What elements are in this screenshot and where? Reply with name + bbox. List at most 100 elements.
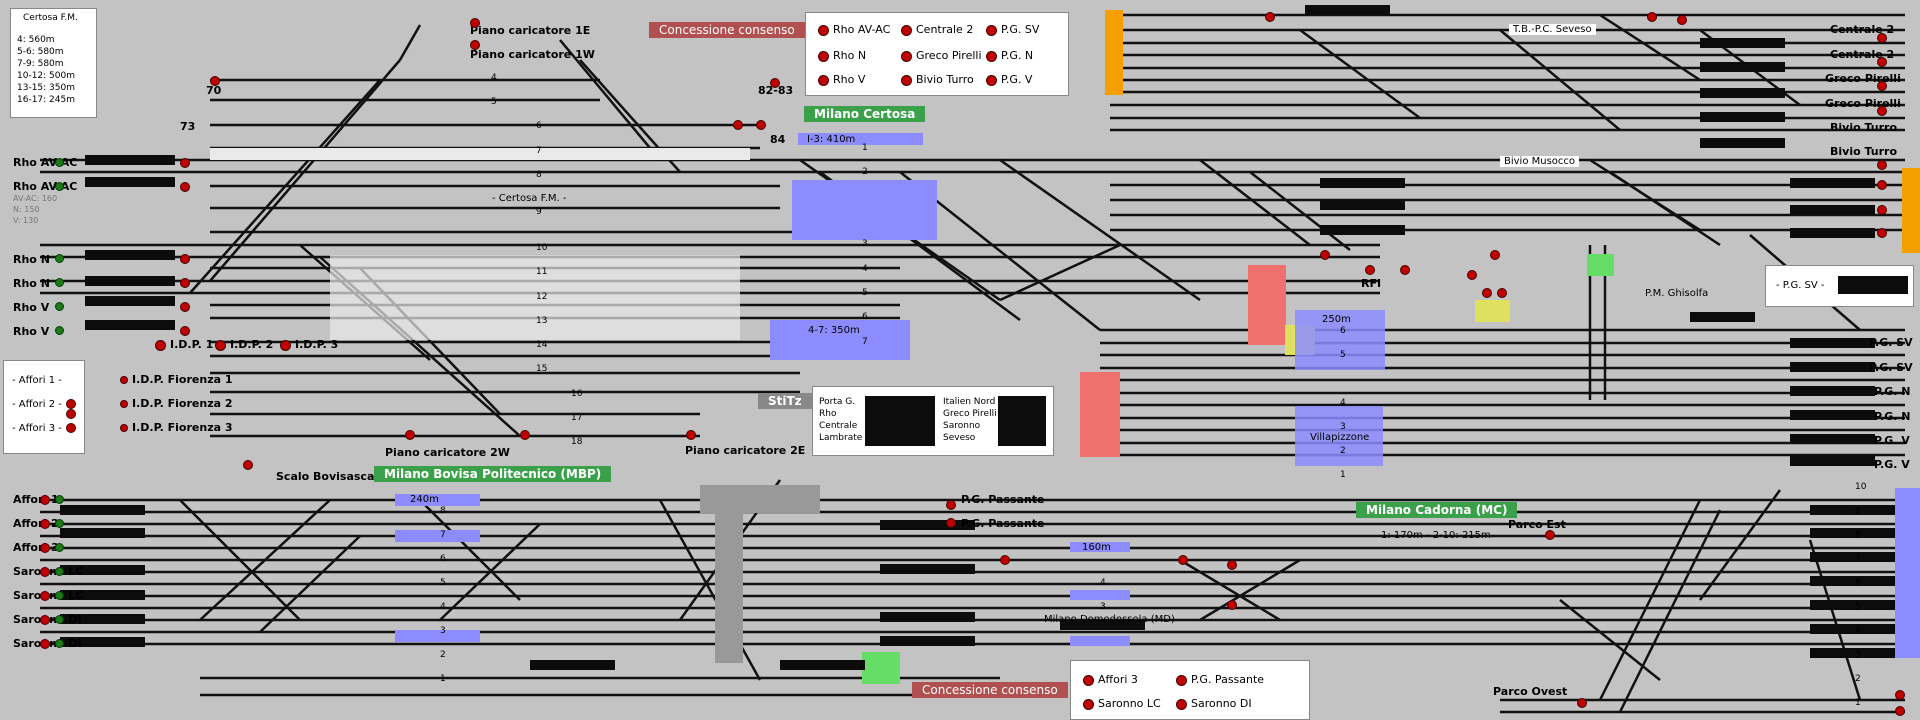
label-idp-2[interactable]: I.D.P. 2	[215, 338, 273, 351]
concessione-centrale-2[interactable]: Centrale 2	[901, 23, 973, 36]
signal-icon[interactable]	[180, 302, 190, 312]
label-bivio-turro-2[interactable]: Bivio Turro	[1830, 145, 1898, 158]
signal-icon[interactable]	[40, 519, 50, 529]
green-signal-icon[interactable]	[55, 615, 64, 624]
signal-icon[interactable]	[770, 78, 780, 88]
label-rho-n-2[interactable]: Rho N	[13, 277, 50, 290]
label-pg-passante-2[interactable]: P.G. Passante	[961, 517, 1045, 530]
concessione-pg-passante[interactable]: P.G. Passante	[1176, 673, 1264, 686]
label-affori-2[interactable]: Affori 2	[13, 517, 59, 530]
signal-icon[interactable]	[1895, 706, 1905, 716]
signal-icon[interactable]	[180, 278, 190, 288]
signal-icon[interactable]	[1000, 555, 1010, 565]
label-scalo-bovisasca[interactable]: Scalo Bovisasca	[276, 470, 375, 483]
signal-icon[interactable]	[66, 409, 76, 419]
label-pg-n-2[interactable]: P.G. N	[1874, 410, 1911, 423]
concessione-greco-pirelli[interactable]: Greco Pirelli	[901, 49, 982, 62]
label-greco-pirelli-2[interactable]: Greco Pirelli	[1825, 97, 1901, 110]
signal-icon[interactable]	[40, 639, 50, 649]
label-parco-ovest[interactable]: Parco Ovest	[1493, 685, 1568, 698]
label-piano-caricatore-1w[interactable]: Piano caricatore 1W	[470, 48, 595, 61]
signal-icon[interactable]	[40, 495, 50, 505]
signal-icon[interactable]	[1482, 288, 1492, 298]
signal-icon[interactable]	[66, 423, 76, 433]
label-idp-fiorenza-2[interactable]: I.D.P. Fiorenza 2	[120, 397, 233, 410]
label-affori-1[interactable]: Affori 1	[13, 493, 59, 506]
signal-icon[interactable]	[210, 76, 220, 86]
signal-icon[interactable]	[1227, 600, 1237, 610]
label-pg-v-1[interactable]: P.G. V	[1874, 434, 1910, 447]
label-parco-est[interactable]: Parco Est	[1508, 518, 1566, 531]
signal-icon[interactable]	[1545, 530, 1555, 540]
concessione-rho-av-ac[interactable]: Rho AV-AC	[818, 23, 890, 36]
signal-icon[interactable]	[520, 430, 530, 440]
label-greco-pirelli-1[interactable]: Greco Pirelli	[1825, 72, 1901, 85]
green-signal-icon[interactable]	[55, 302, 64, 311]
green-signal-icon[interactable]	[55, 254, 64, 263]
green-signal-icon[interactable]	[55, 639, 64, 648]
signal-icon[interactable]	[1877, 57, 1887, 67]
signal-icon[interactable]	[686, 430, 696, 440]
signal-icon[interactable]	[1647, 12, 1657, 22]
signal-icon[interactable]	[66, 399, 76, 409]
signal-icon[interactable]	[1320, 250, 1330, 260]
green-signal-icon[interactable]	[55, 519, 64, 528]
label-rho-v-2[interactable]: Rho V	[13, 325, 50, 338]
signal-icon[interactable]	[40, 615, 50, 625]
green-signal-icon[interactable]	[55, 591, 64, 600]
label-pg-passante-1[interactable]: P.G. Passante	[961, 493, 1045, 506]
signal-icon[interactable]	[40, 543, 50, 553]
signal-icon[interactable]	[946, 518, 956, 528]
green-signal-icon[interactable]	[55, 567, 64, 576]
label-idp-3[interactable]: I.D.P. 3	[280, 338, 338, 351]
label-rho-av-ac-1[interactable]: Rho AV-AC	[13, 156, 78, 169]
label-rho-v-1[interactable]: Rho V	[13, 301, 50, 314]
label-pg-sv-1[interactable]: P.G. SV	[1869, 336, 1913, 349]
signal-icon[interactable]	[1577, 698, 1587, 708]
label-idp-fiorenza-3[interactable]: I.D.P. Fiorenza 3	[120, 421, 233, 434]
concessione-pg-v[interactable]: P.G. V	[986, 73, 1032, 86]
concessione-bivio-turro[interactable]: Bivio Turro	[901, 73, 974, 86]
signal-icon[interactable]	[405, 430, 415, 440]
signal-icon[interactable]	[1877, 205, 1887, 215]
concessione-rho-n[interactable]: Rho N	[818, 49, 866, 62]
label-rho-n-1[interactable]: Rho N	[13, 253, 50, 266]
label-pg-v-2[interactable]: P.G. V	[1874, 458, 1910, 471]
signal-icon[interactable]	[1400, 265, 1410, 275]
signal-icon[interactable]	[1490, 250, 1500, 260]
signal-icon[interactable]	[1178, 555, 1188, 565]
signal-icon[interactable]	[1467, 270, 1477, 280]
label-centrale-2-1[interactable]: Centrale 2	[1830, 23, 1895, 36]
signal-icon[interactable]	[1877, 180, 1887, 190]
label-rho-av-ac-2[interactable]: Rho AV-AC	[13, 180, 78, 193]
signal-icon[interactable]	[1497, 288, 1507, 298]
label-piano-caricatore-2w[interactable]: Piano caricatore 2W	[385, 446, 510, 459]
concessione-pg-n[interactable]: P.G. N	[986, 49, 1033, 62]
label-bivio-turro-1[interactable]: Bivio Turro	[1830, 121, 1898, 134]
signal-icon[interactable]	[1677, 15, 1687, 25]
signal-icon[interactable]	[470, 18, 480, 28]
label-pg-sv-2[interactable]: P.G. SV	[1869, 361, 1913, 374]
signal-icon[interactable]	[180, 182, 190, 192]
signal-icon[interactable]	[180, 158, 190, 168]
green-signal-icon[interactable]	[55, 326, 64, 335]
green-signal-icon[interactable]	[55, 543, 64, 552]
green-signal-icon[interactable]	[55, 158, 64, 167]
concessione-rho-v[interactable]: Rho V	[818, 73, 865, 86]
signal-icon[interactable]	[946, 500, 956, 510]
concessione-saronno-lc[interactable]: Saronno LC	[1083, 697, 1161, 710]
signal-icon[interactable]	[180, 254, 190, 264]
concessione-saronno-di[interactable]: Saronno DI	[1176, 697, 1252, 710]
signal-icon[interactable]	[1365, 265, 1375, 275]
signal-icon[interactable]	[1877, 106, 1887, 116]
label-piano-caricatore-1e[interactable]: Piano caricatore 1E	[470, 24, 591, 37]
signal-icon[interactable]	[1877, 33, 1887, 43]
label-idp-1[interactable]: I.D.P. 1	[155, 338, 213, 351]
signal-icon[interactable]	[1895, 690, 1905, 700]
green-signal-icon[interactable]	[55, 495, 64, 504]
signal-icon[interactable]	[733, 120, 743, 130]
signal-icon[interactable]	[1877, 81, 1887, 91]
signal-icon[interactable]	[470, 40, 480, 50]
signal-icon[interactable]	[1877, 160, 1887, 170]
signal-icon[interactable]	[1227, 560, 1237, 570]
